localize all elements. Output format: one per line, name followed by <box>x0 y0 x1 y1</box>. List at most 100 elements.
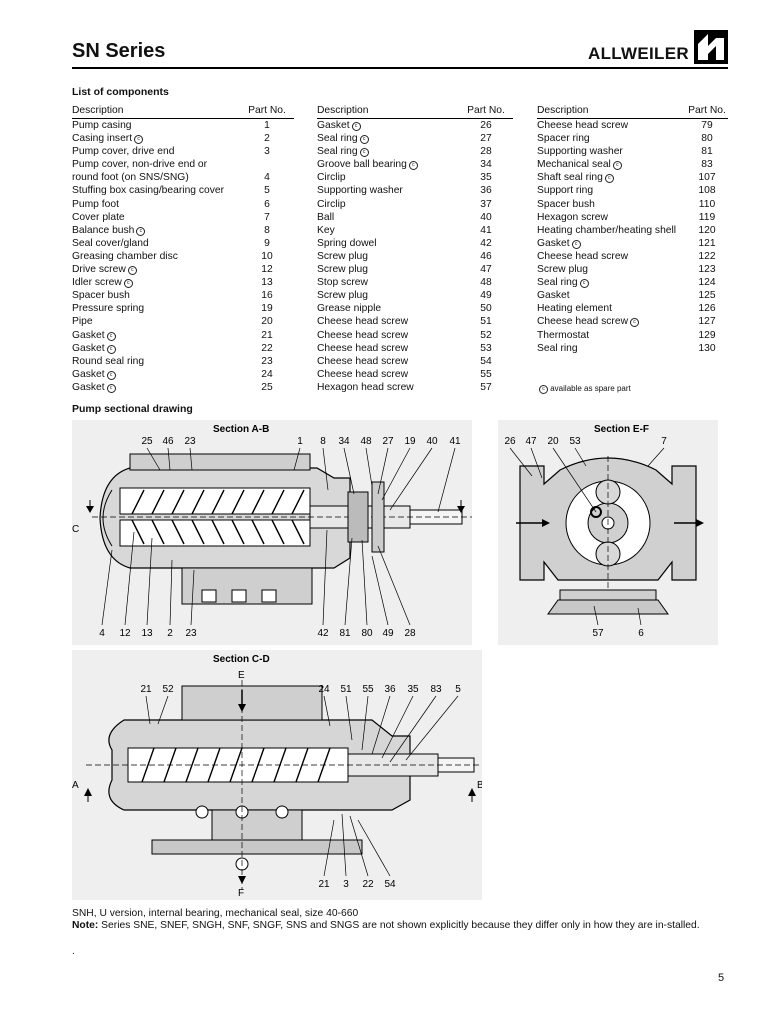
component-row: Pump cover, non-drive end or <box>72 158 294 171</box>
component-part-number: 42 <box>480 237 492 249</box>
component-description-text: round foot (on SNS/SNG) <box>72 172 189 184</box>
component-description: Cheese head screw <box>317 329 459 342</box>
header-rule <box>72 67 728 69</box>
component-description: Seal ring <box>537 342 686 355</box>
component-part-number: 8 <box>264 224 270 236</box>
component-description-text: Thermostat <box>537 329 590 341</box>
component-description-text: Greasing chamber disc <box>72 250 178 262</box>
callout-label: 3 <box>343 879 349 890</box>
component-description-text: Cheese head screw <box>317 342 409 354</box>
component-description-text: Spacer bush <box>537 198 595 210</box>
component-part-number: 119 <box>698 211 716 223</box>
component-description-text: Drive screw <box>72 264 126 276</box>
component-part-number: 123 <box>698 264 716 276</box>
brand-logo-icon <box>694 30 728 64</box>
spare-part-icon: c <box>106 344 116 354</box>
component-description-text: Spring dowel <box>317 237 377 249</box>
callout-label: 23 <box>184 436 196 447</box>
component-description-text: Gasket <box>72 381 105 393</box>
section-ab-panel: Section A-B C D 25 46 23 1 8 34 48 27 19… <box>72 420 484 645</box>
callout-label: 42 <box>317 628 329 639</box>
component-description: Spacer ring <box>537 132 686 145</box>
component-row: Spring dowel 42 <box>317 237 513 250</box>
component-part-number: 27 <box>480 133 492 145</box>
component-description-text: Ball <box>317 211 335 223</box>
components-heading: List of components <box>72 86 169 98</box>
spare-part-legend-text: available as spare part <box>550 384 631 393</box>
component-part-number: 110 <box>698 198 716 210</box>
component-part-number: 129 <box>698 329 716 341</box>
component-description-text: Seal cover/gland <box>72 237 149 249</box>
callout-label: 48 <box>360 436 372 447</box>
callout-label: 28 <box>404 628 416 639</box>
component-description: Spacer bush <box>537 198 686 211</box>
component-part-number: 107 <box>698 172 716 184</box>
component-description: Cover plate <box>72 211 240 224</box>
component-part-number: 4 <box>264 172 270 184</box>
callout-label: 2 <box>167 628 173 639</box>
component-description: round foot (on SNS/SNG) <box>72 171 240 184</box>
spare-part-icon: c <box>408 161 418 171</box>
callout-label: 23 <box>185 628 197 639</box>
callout-label: 80 <box>361 628 373 639</box>
component-description: Pipe <box>72 315 240 328</box>
spare-part-icon: c <box>359 135 369 145</box>
component-part-number: 52 <box>480 329 492 341</box>
component-description: Spring dowel <box>317 237 459 250</box>
component-part-number: 35 <box>480 172 492 184</box>
trailing-mark: . <box>72 946 75 957</box>
component-description-text: Pump casing <box>72 120 132 131</box>
component-part-number: 51 <box>480 316 492 328</box>
component-part-number: 41 <box>480 224 492 236</box>
component-description-text: Idler screw <box>72 277 122 289</box>
callout-label: 5 <box>455 684 461 695</box>
callout-label: 22 <box>362 879 374 890</box>
component-part-number: 108 <box>698 185 716 197</box>
brand-logo-text: ALLWEILER <box>588 44 689 63</box>
callout-label: 25 <box>141 436 153 447</box>
component-description: Thermostat <box>537 329 686 342</box>
component-part-number: 80 <box>701 133 713 145</box>
component-part-number: 13 <box>261 277 273 289</box>
component-description-text: Pipe <box>72 316 93 328</box>
component-description: Supporting washer <box>537 145 686 158</box>
component-description-text: Screw plug <box>537 264 588 276</box>
spare-part-icon: c <box>359 148 369 158</box>
section-cd-panel: Section C-D E F A B 21 52 24 51 55 36 35… <box>72 650 484 900</box>
callout-label: 40 <box>426 436 438 447</box>
component-description-text: Screw plug <box>317 264 368 276</box>
component-description: Support ring <box>537 184 686 197</box>
component-part-number: 122 <box>698 250 716 262</box>
component-part-number: 46 <box>480 250 492 262</box>
component-part-number: 6 <box>264 198 270 210</box>
callout-label: 47 <box>525 436 537 447</box>
component-description: Heating chamber/heating shell <box>537 224 686 237</box>
component-description: Cheese head screw <box>317 355 459 368</box>
component-description: Screw plug <box>317 289 459 302</box>
component-part-number: 26 <box>480 120 492 131</box>
component-description: Supporting washer <box>317 184 459 197</box>
